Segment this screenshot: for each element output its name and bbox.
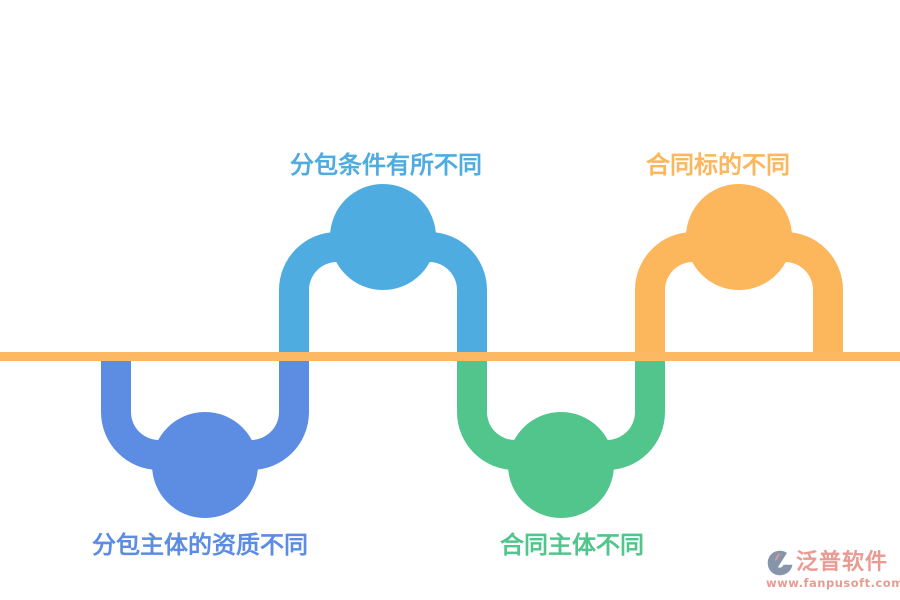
node-label: 合同标的不同 — [646, 151, 790, 179]
node-label: 合同主体不同 — [500, 531, 644, 559]
fanpu-logo-swirl — [767, 550, 793, 576]
node-label: 分包条件有所不同 — [290, 151, 482, 179]
fanpu-logo-accent — [774, 552, 781, 561]
node-circle — [330, 184, 436, 290]
watermark-url: www.fanpusoft.com — [766, 576, 900, 590]
node-circle — [508, 412, 614, 518]
node-circle — [686, 184, 792, 290]
watermark: 泛普软件 www.fanpusoft.com — [766, 549, 900, 590]
watermark-brand: 泛普软件 — [796, 550, 889, 575]
fanpu-logo-icon — [767, 550, 793, 576]
wave-u-segment — [457, 352, 665, 470]
node-circle — [152, 412, 258, 518]
timeline-axis — [0, 352, 900, 361]
node-label: 分包主体的资质不同 — [92, 531, 308, 559]
